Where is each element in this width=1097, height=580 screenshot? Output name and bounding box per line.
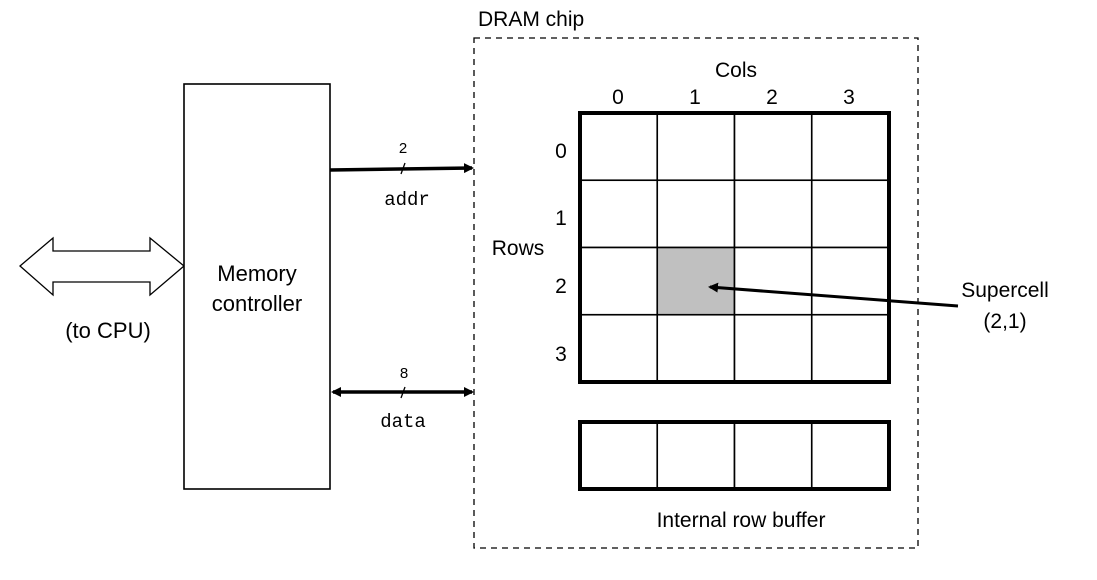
supercell xyxy=(810,313,890,383)
row-indices: 0 1 2 3 xyxy=(555,140,567,366)
row-buffer-border xyxy=(578,420,891,491)
row-index-label: 0 xyxy=(555,140,567,163)
supercell xyxy=(733,179,813,249)
addr-bus-arrow xyxy=(329,163,474,174)
supercell-label-line2: (2,1) xyxy=(983,310,1026,333)
supercell xyxy=(810,112,890,182)
supercell xyxy=(656,112,736,182)
cols-label: Cols xyxy=(715,59,757,82)
col-indices: 0 1 2 3 xyxy=(612,86,855,109)
cpu-bus-double-arrow-icon xyxy=(19,236,186,297)
col-index-label: 0 xyxy=(612,86,624,109)
data-bus-width-tick xyxy=(400,386,406,399)
row-index-label: 1 xyxy=(555,207,567,230)
memory-controller-label-line1: Memory xyxy=(217,261,296,286)
row-buffer-cell xyxy=(733,421,813,490)
supercell xyxy=(656,179,736,249)
supercell xyxy=(810,179,890,249)
dram-array-border xyxy=(578,111,891,384)
data-bus-label: data xyxy=(380,411,426,433)
row-buffer-cell xyxy=(810,421,890,490)
supercell-pointer-arrow xyxy=(708,282,959,308)
rows-label: Rows xyxy=(492,237,545,260)
supercell-label-line1: Supercell xyxy=(961,279,1049,302)
addr-bus-label: addr xyxy=(384,189,430,211)
supercell xyxy=(733,246,813,316)
supercell xyxy=(810,246,890,316)
supercell xyxy=(579,313,659,383)
row-index-label: 2 xyxy=(555,275,567,298)
addr-bus-width: 2 xyxy=(399,140,407,157)
supercell-highlighted xyxy=(656,246,736,316)
supercell xyxy=(579,112,659,182)
row-buffer-cell xyxy=(579,421,659,490)
row-buffer-label: Internal row buffer xyxy=(657,509,826,532)
memory-controller-box xyxy=(183,83,331,490)
cpu-label: (to CPU) xyxy=(65,318,151,343)
supercell xyxy=(656,313,736,383)
data-bus-width: 8 xyxy=(400,365,408,382)
dram-chip-boundary xyxy=(473,37,919,549)
col-index-label: 3 xyxy=(843,86,855,109)
memory-controller-label-line2: controller xyxy=(212,291,302,316)
col-index-label: 1 xyxy=(689,86,701,109)
dram-cell-array xyxy=(579,112,890,383)
supercell xyxy=(733,112,813,182)
supercell xyxy=(733,313,813,383)
row-index-label: 3 xyxy=(555,343,567,366)
addr-bus-width-tick xyxy=(400,162,406,175)
supercell xyxy=(579,179,659,249)
col-index-label: 2 xyxy=(766,86,778,109)
dram-chip-title: DRAM chip xyxy=(478,8,584,31)
supercell xyxy=(579,246,659,316)
row-buffer-cell xyxy=(656,421,736,490)
row-buffer-cells xyxy=(579,421,890,490)
